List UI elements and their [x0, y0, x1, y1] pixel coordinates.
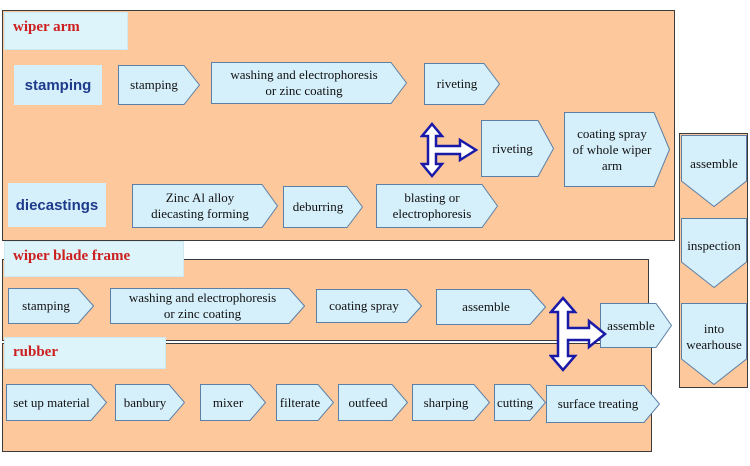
step-shape: [481, 120, 554, 177]
step-shape: [211, 62, 407, 104]
process-step: outfeed: [338, 384, 408, 421]
step-shape: [115, 384, 185, 421]
section-title-rubber: rubber: [4, 337, 166, 369]
three-way-arrow-icon: [420, 122, 478, 178]
process-step: filterate: [276, 384, 334, 421]
step-shape: [424, 63, 500, 105]
process-step: sharping: [412, 384, 490, 421]
process-step: stamping: [118, 65, 200, 105]
process-step: assemble: [600, 303, 672, 348]
step-shape: [436, 289, 546, 325]
process-step: stamping: [8, 288, 94, 324]
process-step: set up material: [6, 384, 107, 421]
process-step: banbury: [115, 384, 185, 421]
process-step: washing and electrophoresis or zinc coat…: [211, 62, 407, 104]
step-shape: [200, 384, 266, 421]
process-step: coating spray of whole wiper arm: [564, 112, 670, 187]
process-step: assemble: [681, 135, 747, 207]
step-shape: [681, 303, 747, 385]
step-shape: [118, 65, 200, 105]
process-step: Zinc Al alloy diecasting forming: [132, 184, 278, 228]
step-shape: [681, 135, 747, 207]
step-shape: [546, 385, 660, 423]
step-shape: [494, 384, 546, 421]
step-shape: [376, 184, 498, 228]
process-step: coating spray: [316, 289, 422, 323]
process-step: blasting or electrophoresis: [376, 184, 498, 228]
process-step: assemble: [436, 289, 546, 325]
process-step: washing and electrophoresis or zinc coat…: [110, 288, 305, 324]
source-stamping: stamping: [14, 65, 102, 105]
process-step: cutting: [494, 384, 546, 421]
process-step: into wearhouse: [681, 303, 747, 385]
step-shape: [681, 218, 747, 288]
process-step: deburring: [283, 186, 363, 228]
process-step: surface treating: [546, 385, 660, 423]
process-step: mixer: [200, 384, 266, 421]
step-shape: [564, 112, 670, 187]
section-title-wiper-blade-frame: wiper blade frame: [4, 241, 184, 277]
source-diecastings: diecastings: [8, 183, 106, 227]
step-shape: [132, 184, 278, 228]
three-way-arrow-icon: [549, 296, 607, 372]
step-shape: [8, 288, 94, 324]
step-shape: [338, 384, 408, 421]
process-step: inspection: [681, 218, 747, 288]
process-step: riveting: [424, 63, 500, 105]
step-shape: [110, 288, 305, 324]
step-shape: [6, 384, 107, 421]
step-shape: [276, 384, 334, 421]
step-shape: [412, 384, 490, 421]
step-shape: [600, 303, 672, 348]
step-shape: [283, 186, 363, 228]
process-step: riveting: [481, 120, 554, 177]
section-title-wiper-arm: wiper arm: [4, 12, 128, 50]
step-shape: [316, 289, 422, 323]
